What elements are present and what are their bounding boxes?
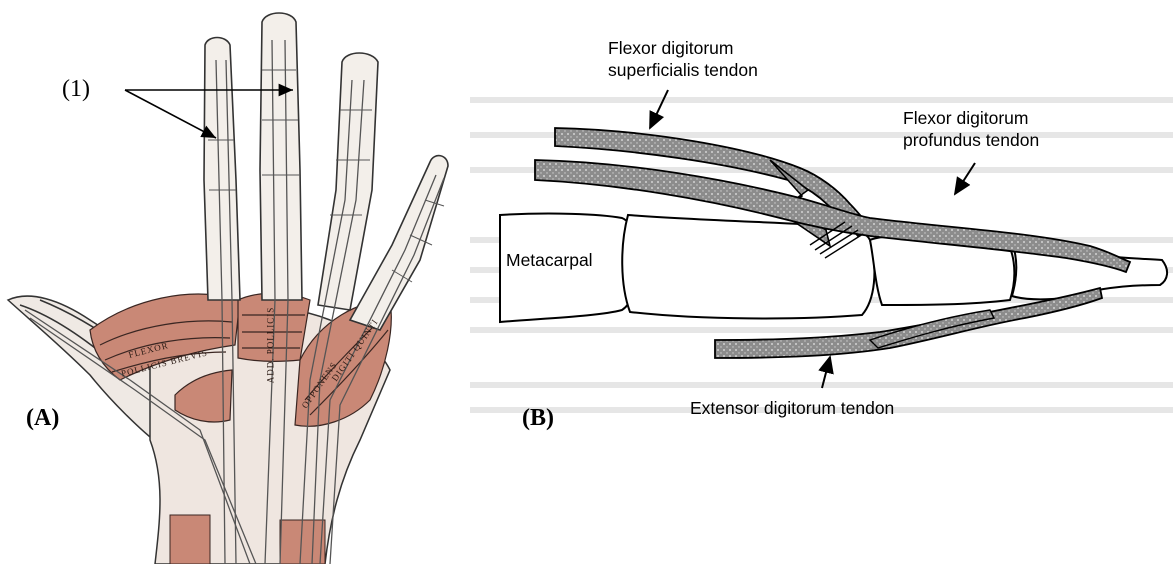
label-metacarpal: Metacarpal bbox=[506, 250, 593, 271]
index-finger bbox=[204, 38, 240, 301]
panel-b-tag: (B) bbox=[522, 405, 554, 432]
middle-finger bbox=[260, 13, 302, 300]
tendon-diagram bbox=[470, 0, 1173, 564]
ring-finger bbox=[318, 53, 378, 310]
label-fdp-line1: Flexor digitorum bbox=[903, 108, 1028, 129]
panel-a-palm-illustration: FLEXOR POLLICIS BREVIS ADD. POLLICIS OPP… bbox=[0, 0, 490, 564]
label-fds-line1: Flexor digitorum bbox=[608, 38, 733, 59]
label-extensor: Extensor digitorum tendon bbox=[690, 398, 894, 419]
panel-b-tendon-schematic: Flexor digitorum superficialis tendon Fl… bbox=[470, 0, 1173, 564]
muscle-label-adductor: ADD. POLLICIS bbox=[265, 307, 275, 384]
callout-label-1: (1) bbox=[62, 76, 90, 103]
fingers bbox=[204, 13, 448, 330]
label-fdp-line2: profundus tendon bbox=[903, 130, 1039, 151]
panel-a-tag: (A) bbox=[26, 405, 59, 432]
label-fds-line2: superficialis tendon bbox=[608, 60, 758, 81]
